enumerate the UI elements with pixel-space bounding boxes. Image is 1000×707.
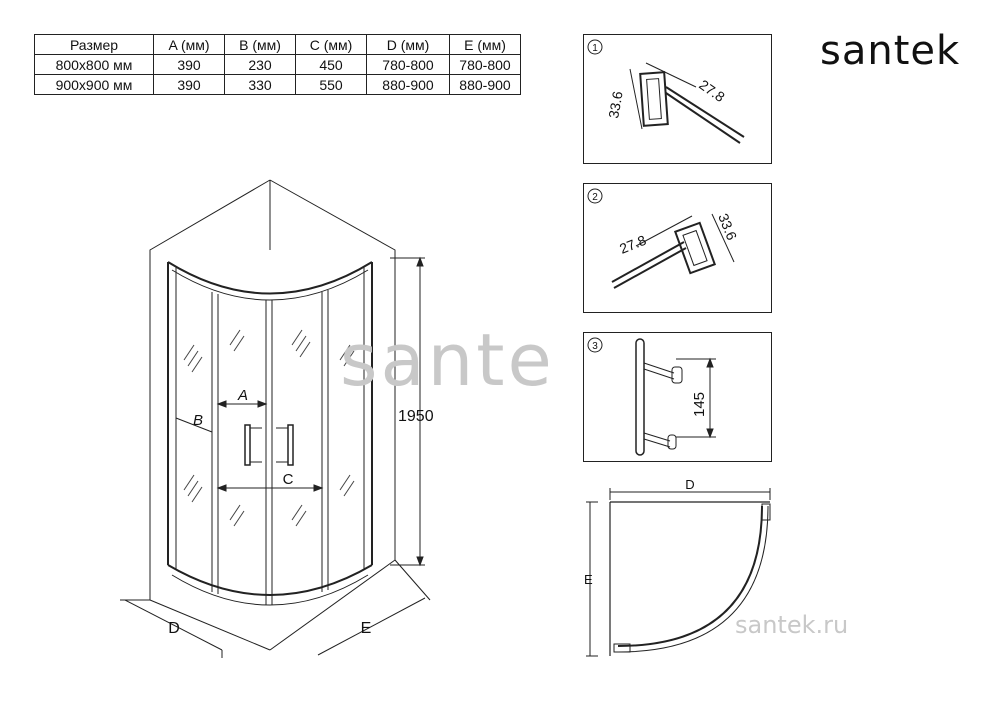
plan-view-diagram: D E santek.ru <box>584 480 848 657</box>
label-c: C <box>283 471 294 488</box>
plan-label-d: D <box>685 480 694 492</box>
dim-27-8: 27.8 <box>617 232 648 257</box>
table-cell: 880-900 <box>366 74 450 95</box>
watermark: santek <box>340 318 560 402</box>
profile-detail-1-diagram: 33.6 27.8 1 <box>587 39 745 144</box>
table-row: 900x900 мм 390 330 550 880-900 880-900 <box>34 74 521 95</box>
header-e: E (мм) <box>449 34 521 55</box>
shower-enclosure-drawing: A B C 1950 D E santek <box>120 179 560 658</box>
handle-detail-diagram: 145 3 <box>587 337 716 456</box>
detail-panel-2: 27.8 33.6 2 <box>583 183 772 313</box>
label-d: D <box>168 620 180 637</box>
table-header-row: Размер A (мм) B (мм) C (мм) D (мм) E (мм… <box>34 34 521 55</box>
site-watermark: santek.ru <box>735 611 848 639</box>
brand-logo: santek <box>820 28 961 74</box>
detail-panel-1: 33.6 27.8 1 <box>583 34 772 164</box>
dim-145: 145 <box>691 392 708 417</box>
detail-number: 3 <box>592 341 598 352</box>
table-cell: 900x900 мм <box>34 74 154 95</box>
dim-33-6: 33.6 <box>605 90 626 120</box>
table-cell: 550 <box>295 74 367 95</box>
size-spec-table: Размер A (мм) B (мм) C (мм) D (мм) E (мм… <box>34 34 521 95</box>
label-b: B <box>193 412 203 429</box>
table-cell: 330 <box>224 74 296 95</box>
detail-panel-3: 145 3 <box>583 332 772 462</box>
plan-label-e: E <box>584 572 593 587</box>
dim-27-8: 27.8 <box>696 76 728 105</box>
height-label: 1950 <box>398 408 434 425</box>
header-d: D (мм) <box>366 34 450 55</box>
detail-number: 2 <box>592 192 598 203</box>
label-a: A <box>237 387 248 404</box>
label-e: E <box>361 620 372 637</box>
table-cell: 880-900 <box>449 74 521 95</box>
dim-33-6: 33.6 <box>715 211 740 242</box>
detail-number: 1 <box>592 43 598 54</box>
profile-detail-2-diagram: 27.8 33.6 2 <box>587 188 740 289</box>
